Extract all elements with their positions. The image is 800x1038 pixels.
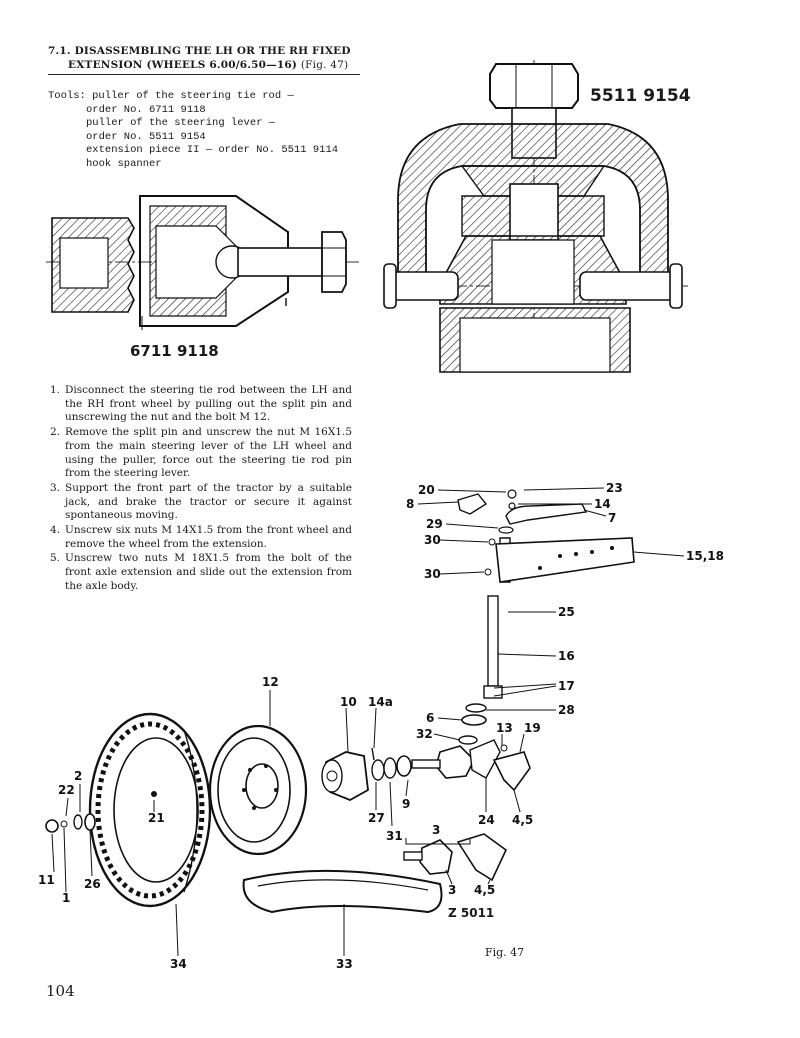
tools-list: Tools: puller of the steering tie rod — … <box>48 90 368 172</box>
part-8-block <box>457 493 488 515</box>
callout-26: 26 <box>84 877 101 891</box>
tools-item: puller of the steering lever — <box>86 117 276 130</box>
step-number: 4. <box>50 524 61 537</box>
callout-19: 19 <box>524 721 541 735</box>
callout-14a: 14a <box>368 695 393 709</box>
heading-figure-ref: (Fig. 47) <box>300 59 349 71</box>
tools-item: extension piece II — order No. 5511 9114 <box>86 144 339 157</box>
callout-14: 14 <box>594 497 611 511</box>
step-text: Remove the split pin and unscrew the nut… <box>65 426 352 480</box>
callout-4-5: 4,5 <box>474 883 495 897</box>
procedure-steps: 1. Disconnect the steering tie rod betwee… <box>50 384 352 595</box>
step-item: 1. Disconnect the steering tie rod betwee… <box>50 384 352 425</box>
step-text: Unscrew two nuts M 18X1.5 from the bolt … <box>65 552 352 592</box>
section-heading: 7.1. DISASSEMBLING THE LH OR THE RH FIXE… <box>48 44 360 75</box>
figure-caption: Fig. 47 <box>485 946 525 959</box>
callout-30: 30 <box>424 567 441 581</box>
puller-large-code: 5511 9154 <box>590 86 691 106</box>
callout-3: 3 <box>432 823 440 837</box>
callout-7: 7 <box>608 511 616 525</box>
tools-item: hook spanner <box>86 157 162 170</box>
part-7-lever <box>505 503 588 525</box>
callout-6: 6 <box>426 711 434 725</box>
heading-line-1: 7.1. DISASSEMBLING THE LH OR THE RH FIXE… <box>48 45 351 57</box>
part-4-5-arm <box>492 751 531 792</box>
callout-2: 2 <box>74 769 82 783</box>
callout-25: 25 <box>558 605 575 619</box>
callout-29: 29 <box>426 517 443 531</box>
step-item: 5. Unscrew two nuts M 18X1.5 from the bol… <box>50 552 352 593</box>
callout-17: 17 <box>558 679 575 693</box>
heading-line-2-text: EXTENSION (WHEELS 6.00/6.50—16) <box>68 59 298 71</box>
heading-line-2: EXTENSION (WHEELS 6.00/6.50—16) (Fig. 47… <box>48 58 360 75</box>
callout-11: 11 <box>38 873 55 887</box>
callout-33: 33 <box>336 957 353 971</box>
callout-15-18: 15,18 <box>686 549 724 563</box>
step-item: 3. Support the front part of the tractor … <box>50 482 352 523</box>
assembly-code: Z 5011 <box>448 906 495 920</box>
tools-label: Tools: <box>48 90 86 102</box>
tools-line-0: Tools: puller of the steering tie rod — <box>48 90 368 104</box>
callout-13: 13 <box>496 721 513 735</box>
tools-item: puller of the steering tie rod — <box>92 90 294 102</box>
callout-23: 23 <box>606 481 623 495</box>
step-text: Disconnect the steering tie rod between … <box>65 384 352 424</box>
part-16-pin <box>487 595 499 687</box>
tools-item: order No. 5511 9154 <box>86 130 206 143</box>
callout-4-5: 4,5 <box>512 813 533 827</box>
callout-28: 28 <box>558 703 575 717</box>
callout-10: 10 <box>340 695 357 709</box>
step-number: 3. <box>50 481 61 494</box>
step-number: 5. <box>50 552 61 565</box>
callout-1: 1 <box>62 891 70 905</box>
step-number: 1. <box>50 384 61 396</box>
step-item: 4. Unscrew six nuts M 14X1.5 from the fro… <box>50 524 352 551</box>
part-15-axle <box>495 537 635 583</box>
callout-3: 3 <box>448 883 456 897</box>
step-item: 2. Remove the split pin and unscrew the n… <box>50 426 352 481</box>
callout-16: 16 <box>558 649 575 663</box>
callout-9: 9 <box>402 797 410 811</box>
step-text: Support the front part of the tractor by… <box>65 481 352 522</box>
callout-22: 22 <box>58 783 75 797</box>
callout-32: 32 <box>416 727 433 741</box>
callout-8: 8 <box>406 497 414 511</box>
step-number: 2. <box>50 426 61 439</box>
callout-24: 24 <box>478 813 495 827</box>
puller-small-code: 6711 9118 <box>130 342 219 360</box>
callout-21: 21 <box>148 811 165 825</box>
callout-34: 34 <box>170 957 187 971</box>
callout-30: 30 <box>424 533 441 547</box>
callout-31: 31 <box>386 829 403 843</box>
callout-12: 12 <box>262 675 279 689</box>
callout-20: 20 <box>418 483 435 497</box>
step-text: Unscrew six nuts M 14X1.5 from the front… <box>65 524 352 550</box>
page-number: 104 <box>46 982 75 1000</box>
callout-27: 27 <box>368 811 385 825</box>
tools-item: order No. 6711 9118 <box>86 103 206 116</box>
part-13 <box>469 739 501 779</box>
